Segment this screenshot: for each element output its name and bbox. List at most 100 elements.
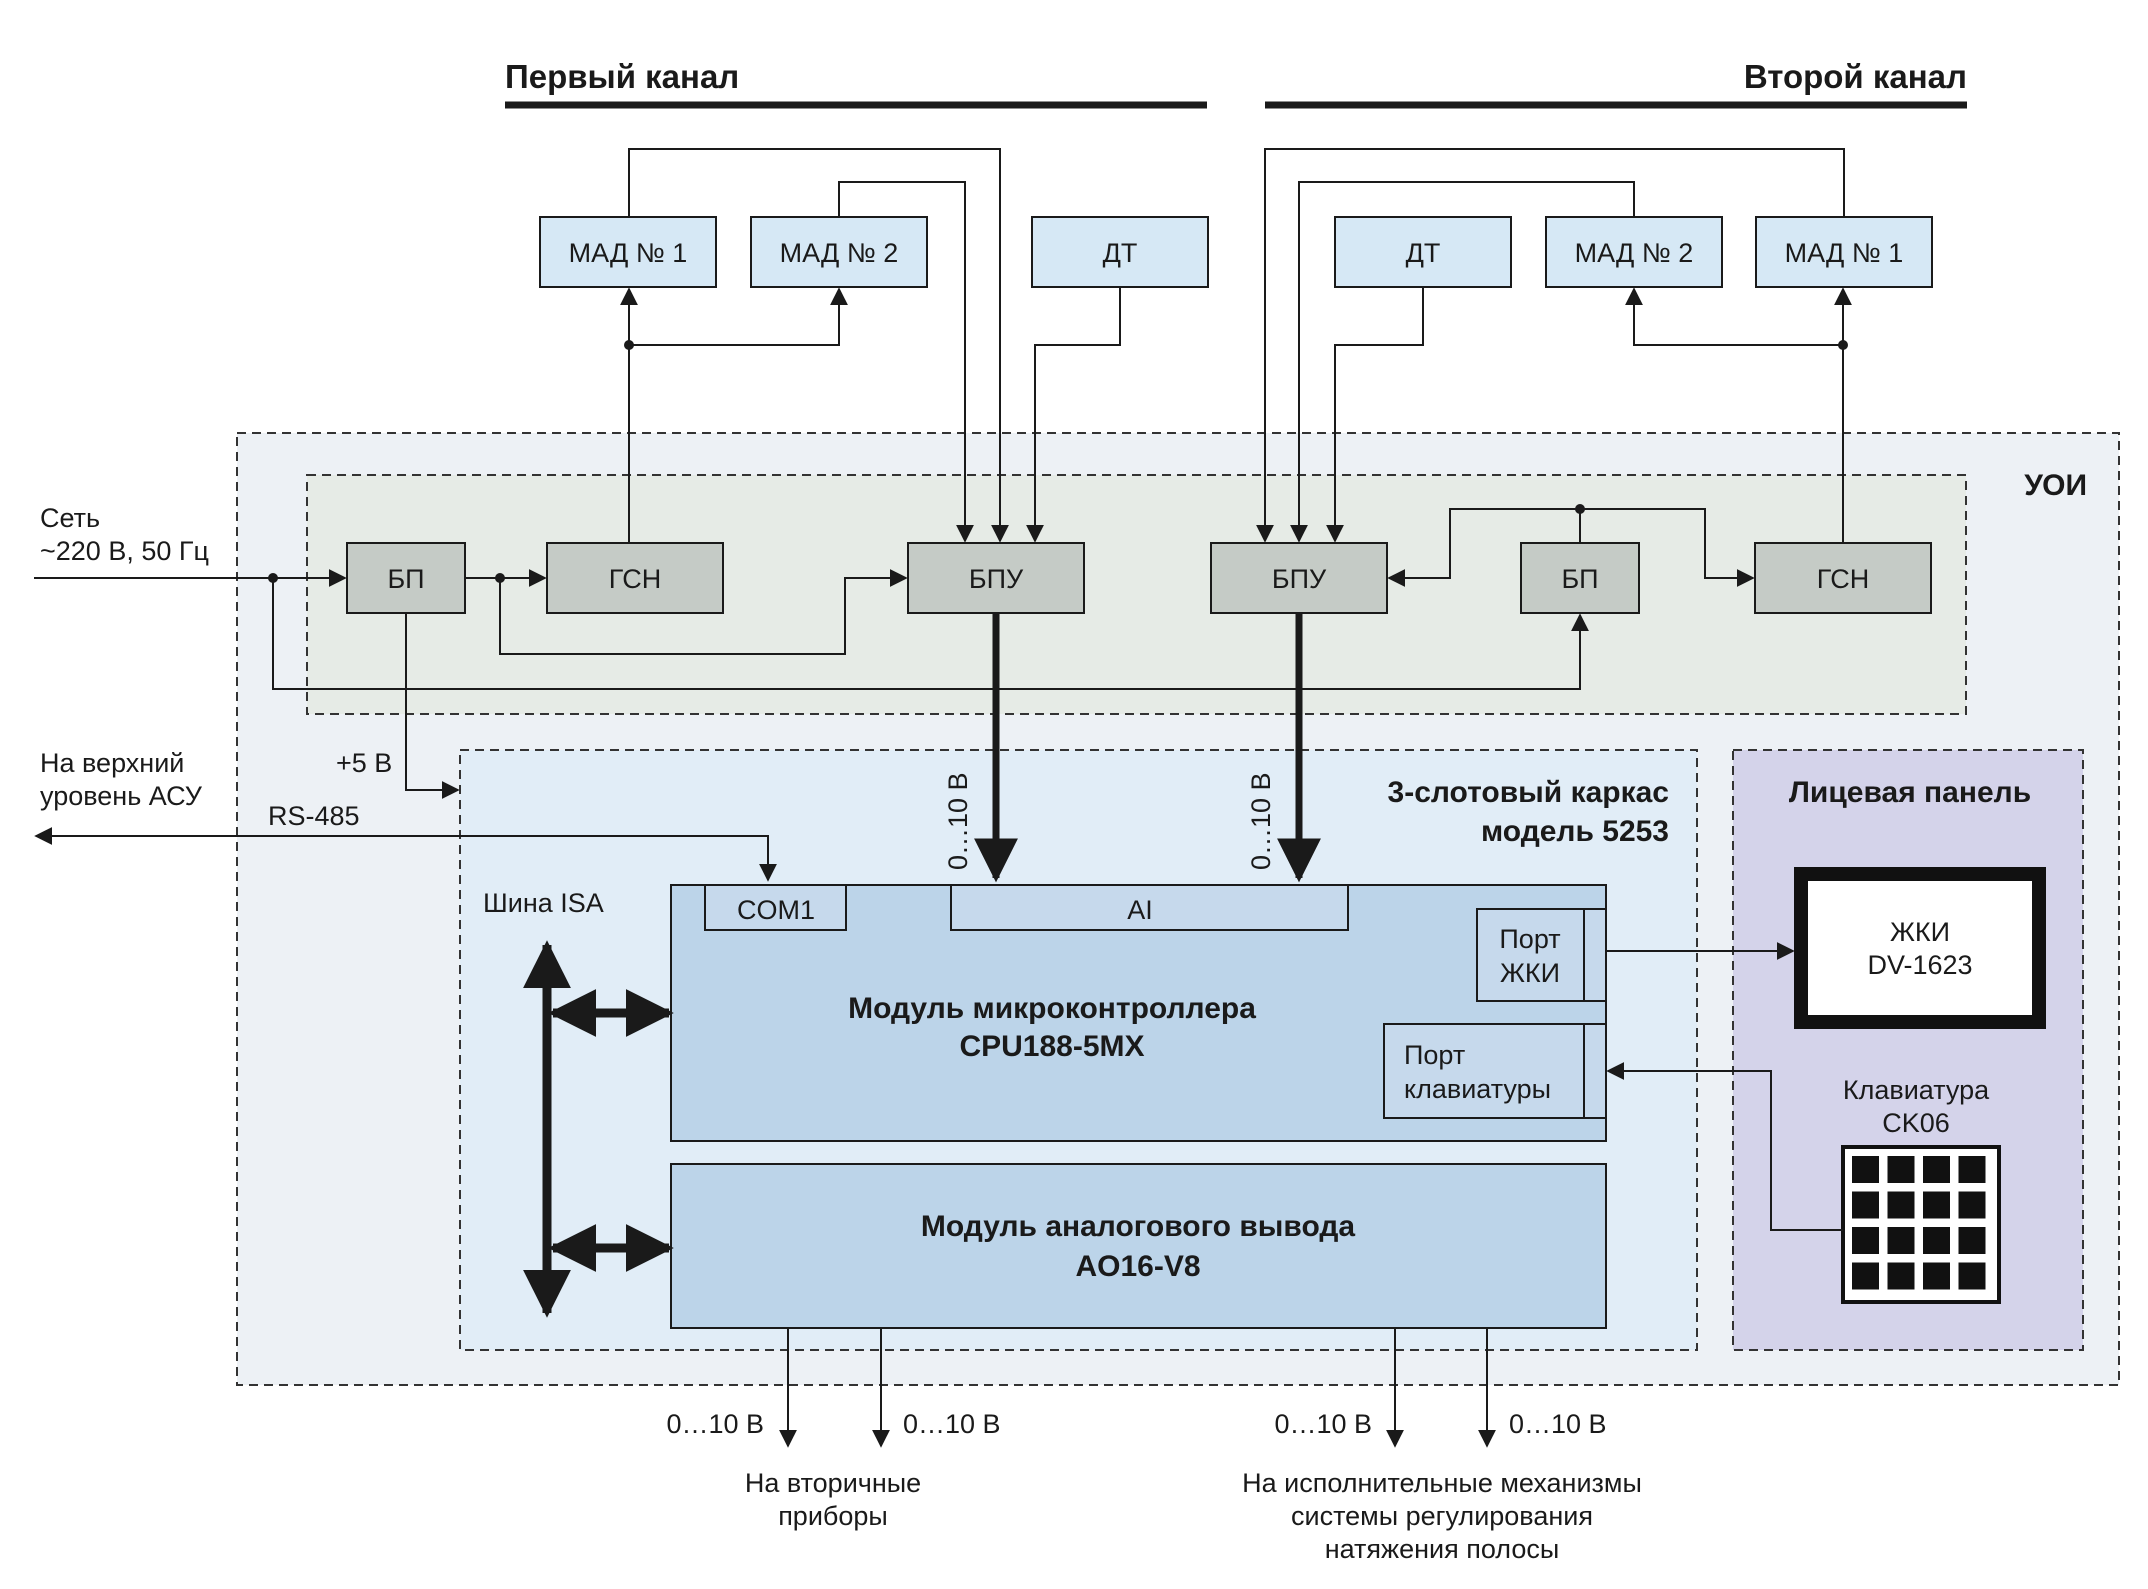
rs485-link (34, 827, 777, 882)
dt-right-to-bpu (1326, 287, 1424, 543)
keyboard-key (1923, 1191, 1950, 1219)
mad2-right-to-bpu (1290, 181, 1635, 543)
secondary-instruments-label-1: На вторичные (745, 1468, 921, 1498)
keyboard-port (1383, 1023, 1607, 1119)
mains-label-2: ~220 В, 50 Гц (40, 536, 209, 566)
bp-right-to-bpu-right (1387, 508, 1581, 587)
keyboard-key (1852, 1156, 1879, 1183)
ao-output-range-3: 0…10 В (1274, 1409, 1372, 1439)
bpu-left-label: БПУ (969, 564, 1024, 594)
asu-label-1: На верхний (40, 748, 184, 778)
keyboard-to-port (1606, 1062, 1843, 1231)
actuators-label-3: натяжения полосы (1325, 1534, 1560, 1564)
lcd-port-label-1: Порт (1499, 924, 1560, 954)
keyboard-key (1958, 1191, 1986, 1219)
plus5v-label: +5 В (336, 748, 392, 778)
keyboard-port-label-1: Порт (1404, 1040, 1465, 1070)
keyboard-device-label-1: Клавиатура (1843, 1075, 1990, 1105)
bp-right-label: БП (1561, 564, 1598, 594)
lcd-display-label-2: DV-1623 (1867, 950, 1972, 980)
ai-range-left: 0…10 В (943, 772, 973, 870)
isa-bus-label: Шина ISA (483, 888, 604, 918)
mad1-right-label: МАД № 1 (1785, 238, 1904, 268)
actuators-label-2: системы регулирования (1291, 1501, 1593, 1531)
bp-left-label: БП (387, 564, 424, 594)
gsn-left-box (546, 542, 724, 614)
dt-left-label: ДТ (1103, 238, 1138, 268)
lcd-display-label-1: ЖКИ (1890, 917, 1950, 947)
gsn-right-label: ГСН (1817, 564, 1869, 594)
ao-title-1: Модуль аналогового вывода (921, 1210, 1356, 1243)
mains-label-1: Сеть (40, 503, 100, 533)
junction-dot (624, 340, 634, 350)
keyboard-keys (1852, 1156, 1986, 1290)
ai-label: AI (1127, 895, 1153, 925)
keyboard-key (1887, 1191, 1915, 1219)
dt-left-to-bpu (1026, 287, 1121, 543)
dt-right-label: ДТ (1406, 238, 1441, 268)
feed-to-mad2-left (629, 287, 848, 346)
rack-title-1: 3-слотовый каркас (1388, 776, 1669, 809)
actuators-label-1: На исполнительные механизмы (1242, 1468, 1642, 1498)
gsn-right-box (1754, 542, 1932, 614)
lcd-display (1794, 867, 2046, 1029)
keyboard-key (1923, 1262, 1950, 1290)
asu-label-2: уровень АСУ (40, 781, 203, 811)
mad2-left-box (750, 216, 928, 288)
keyboard-key (1852, 1227, 1879, 1254)
keyboard-device-label-2: CK06 (1882, 1108, 1950, 1138)
ao-output-range-1: 0…10 В (666, 1409, 764, 1439)
keyboard-key (1887, 1156, 1915, 1183)
cpu-title-1: Модуль микроконтроллера (848, 992, 1256, 1025)
keyboard-key (1852, 1262, 1879, 1290)
mains-to-bp-right (272, 578, 1589, 690)
bp-right-to-gsn-right (1580, 508, 1755, 587)
dt-left-box (1031, 216, 1209, 288)
keyboard-key (1887, 1262, 1915, 1290)
mad2-left-to-bpu (838, 181, 974, 543)
channel-1-title: Первый канал (505, 58, 739, 95)
cpu-title-2: CPU188-5MX (959, 1030, 1144, 1063)
ao-output-range-2: 0…10 В (903, 1409, 1001, 1439)
rack-title-2: модель 5253 (1481, 815, 1669, 848)
bpu-right-label: БПУ (1272, 564, 1327, 594)
feed-to-mad2-right (1625, 287, 1843, 346)
rs485-label: RS-485 (268, 801, 360, 831)
bp-left-to-bpu-left (499, 569, 908, 655)
dt-right-box (1334, 216, 1512, 288)
ao-module (670, 1163, 1607, 1329)
keyboard-key (1923, 1156, 1950, 1183)
mad2-right-label: МАД № 2 (1575, 238, 1694, 268)
mad1-right-box (1755, 216, 1933, 288)
mad2-left-label: МАД № 2 (780, 238, 899, 268)
plus5v-to-rack (405, 613, 460, 799)
channel-2-title: Второй канал (1744, 58, 1967, 95)
gsn-left-label: ГСН (609, 564, 661, 594)
junction-dot (1838, 340, 1848, 350)
mad1-left-to-bpu (628, 148, 1009, 543)
keyboard-key (1852, 1191, 1879, 1219)
ao-title-2: AO16-V8 (1075, 1250, 1200, 1283)
keyboard-port-label-2: клавиатуры (1404, 1074, 1551, 1104)
front-panel-title: Лицевая панель (1789, 776, 2031, 809)
mad1-left-label: МАД № 1 (569, 238, 688, 268)
ai-range-right: 0…10 В (1246, 772, 1276, 870)
mad1-left-box (539, 216, 717, 288)
uoi-label: УОИ (2024, 469, 2087, 502)
com1-port (704, 884, 847, 931)
keyboard-key (1958, 1227, 1986, 1254)
mad1-right-to-bpu (1256, 148, 1845, 543)
ao-output-range-4: 0…10 В (1509, 1409, 1607, 1439)
secondary-instruments-label-2: приборы (778, 1501, 888, 1531)
bpu-left-box (907, 542, 1085, 614)
bp-left-box (346, 542, 466, 614)
keyboard-key (1923, 1227, 1950, 1254)
keyboard-key (1958, 1262, 1986, 1290)
com1-label: COM1 (737, 895, 815, 925)
keyboard-key (1887, 1227, 1915, 1254)
lcd-port-label-2: ЖКИ (1500, 958, 1560, 988)
keyboard-key (1958, 1156, 1986, 1183)
ai-port (950, 884, 1349, 931)
mad2-right-box (1545, 216, 1723, 288)
